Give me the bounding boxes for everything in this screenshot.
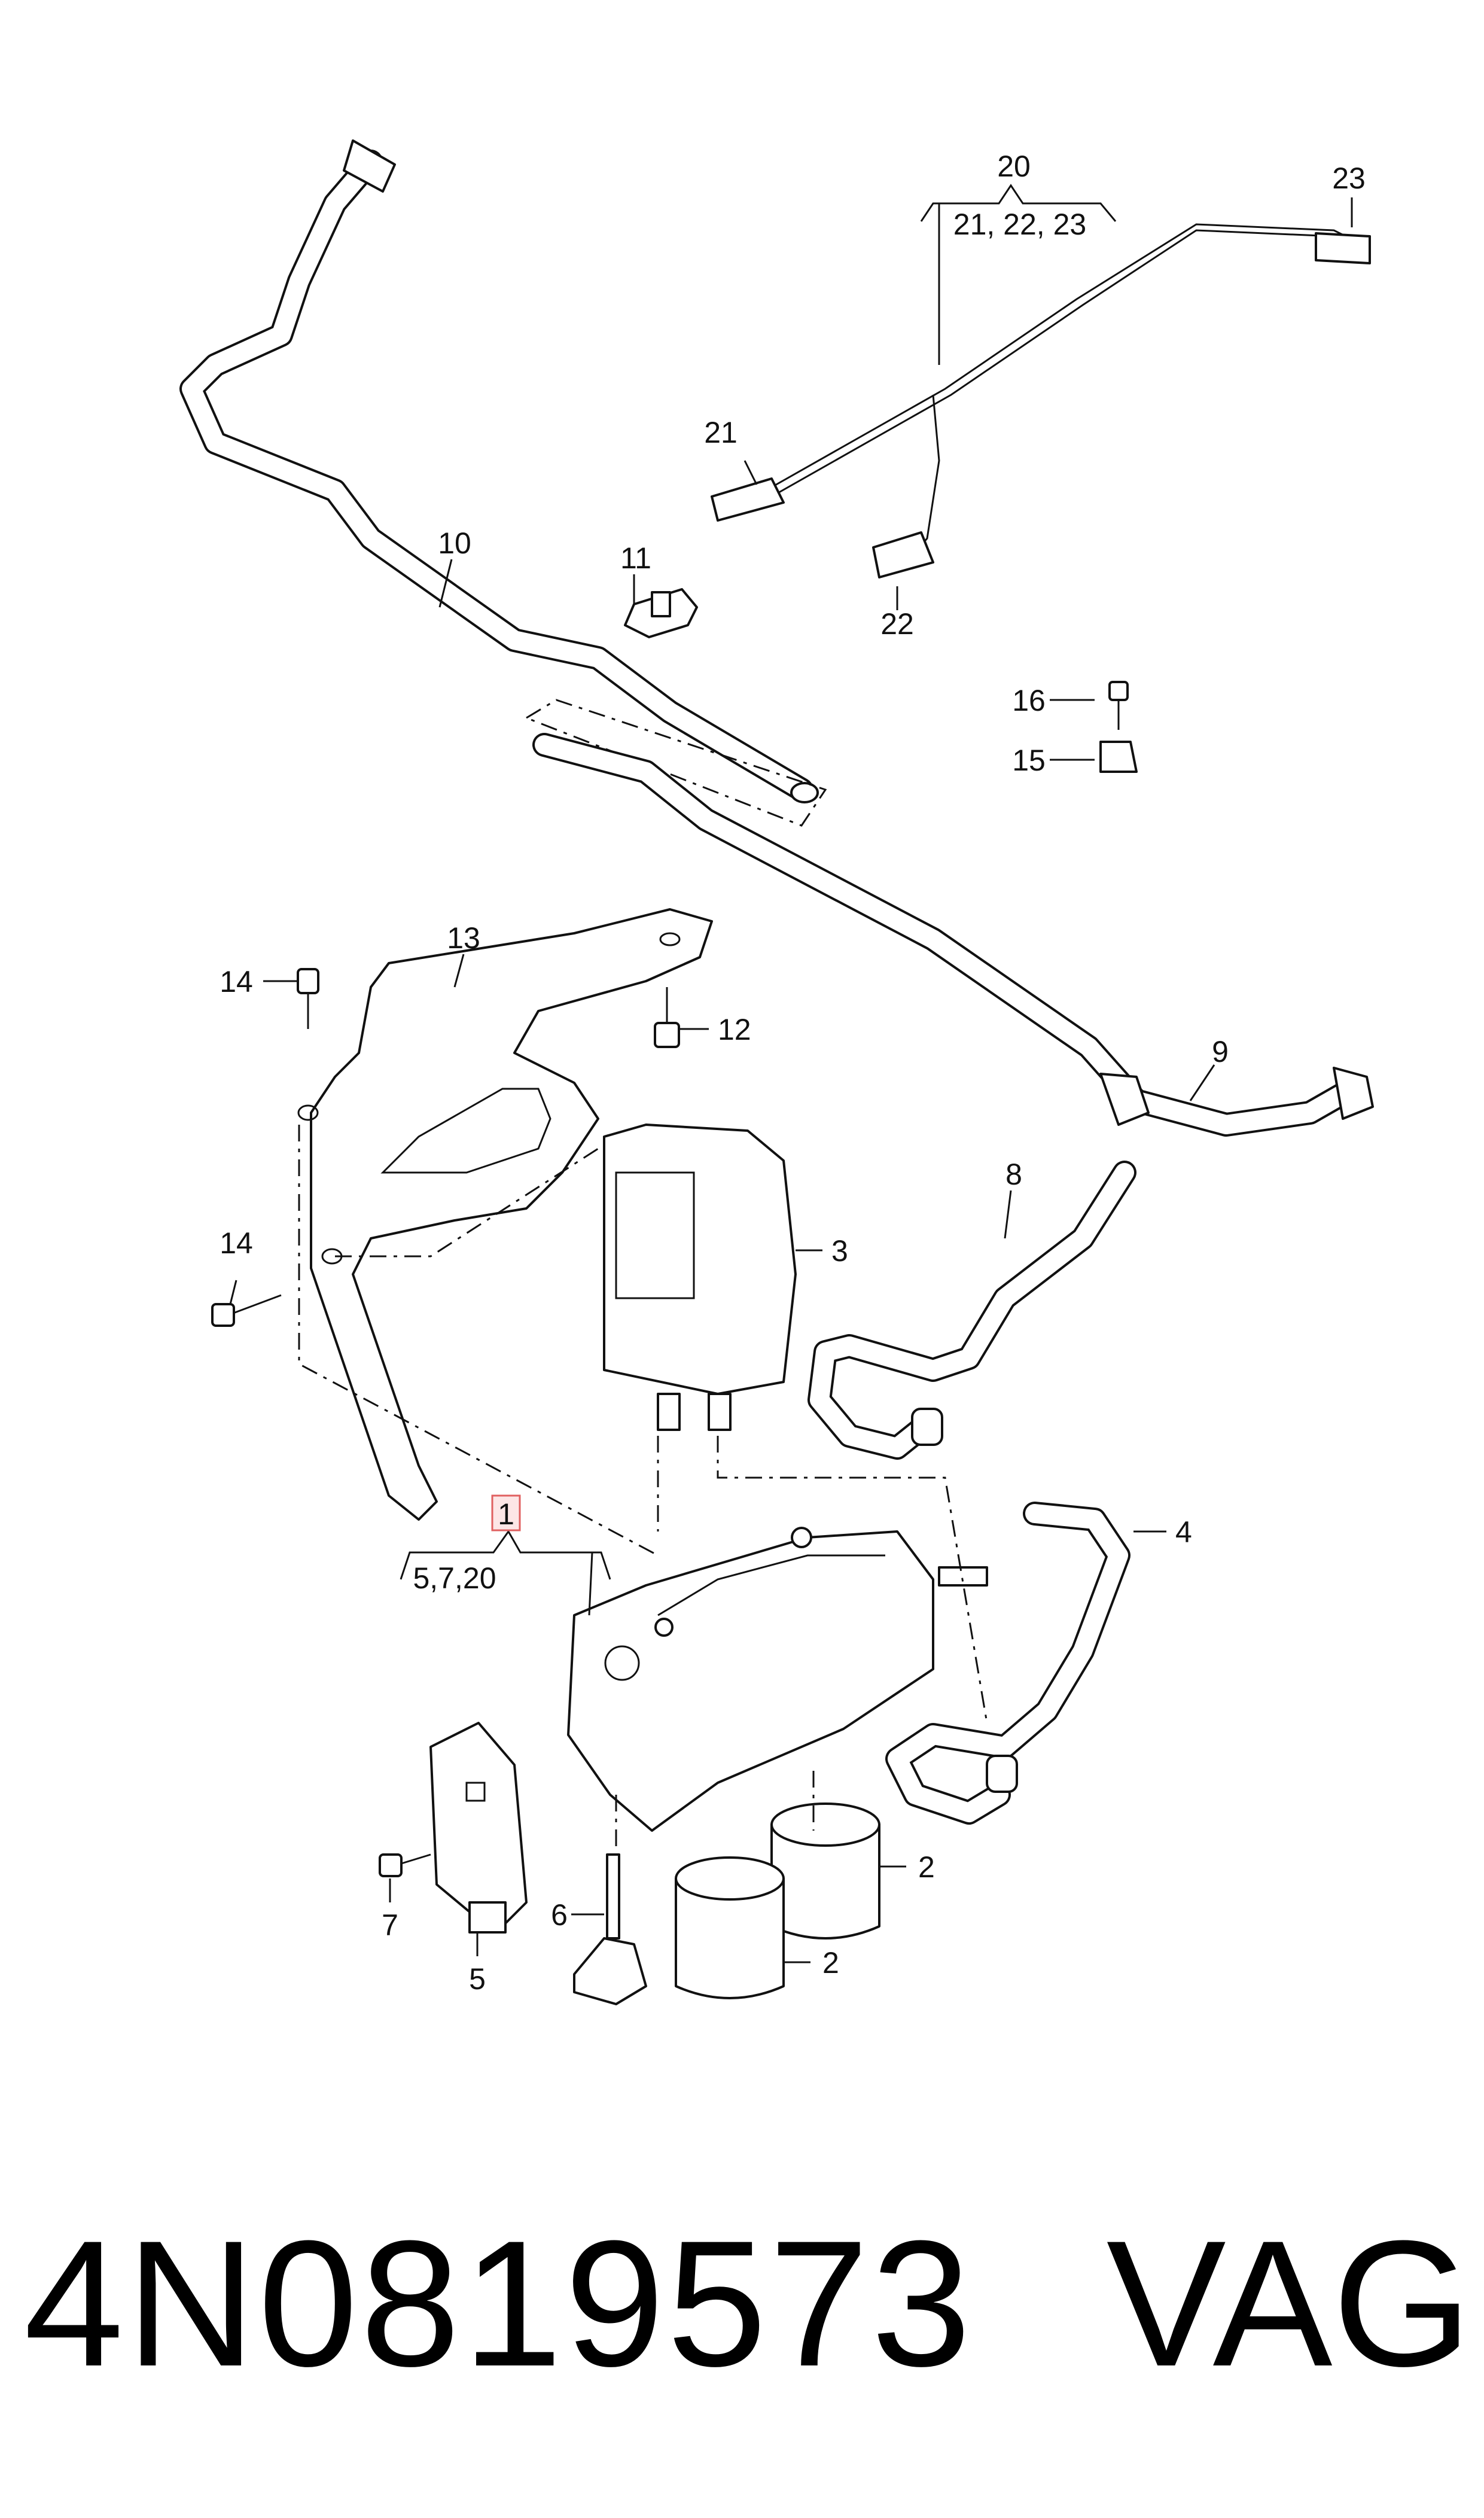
sensor-6 (573, 1853, 647, 2005)
callout-6: 6 (551, 1898, 568, 1932)
clip-15 (1099, 741, 1138, 773)
pump-assembly-1 (567, 1527, 988, 1832)
callout-4: 4 (1175, 1515, 1192, 1549)
callout-15: 15 (1012, 744, 1046, 777)
hose-10 (179, 139, 819, 803)
callout-1-highlight (491, 1494, 521, 1531)
callout-8: 8 (1005, 1158, 1022, 1191)
callout-14-top: 14 (220, 965, 253, 998)
callout-10: 10 (438, 526, 471, 560)
filter-2-back (770, 1803, 880, 1940)
callout-2-back: 2 (918, 1850, 935, 1884)
callout-1: 1 (498, 1497, 514, 1531)
assembly-lines (298, 1125, 988, 1855)
callout-3: 3 (831, 1234, 848, 1268)
callout-22: 22 (880, 607, 914, 641)
screw-14-top (297, 968, 319, 1029)
callout-1-group: 5,7,20 (413, 1561, 496, 1595)
control-module-3 (603, 1123, 797, 1431)
callout-2-front: 2 (822, 1946, 839, 1980)
callout-23: 23 (1332, 162, 1366, 195)
hose-section-outline (524, 699, 827, 827)
part-number: 4N0819573 (24, 2203, 974, 2404)
callout-7: 7 (382, 1908, 398, 1942)
callout-20: 20 (997, 150, 1031, 183)
screw-7 (379, 1853, 431, 1877)
screw-12 (654, 987, 680, 1048)
clip-11 (624, 588, 698, 638)
callout-11: 11 (620, 541, 651, 575)
actuator-5 (429, 1722, 528, 1934)
callout-20-group: 21, 22, 23 (953, 208, 1086, 241)
callout-9: 9 (1212, 1035, 1229, 1068)
screw-16 (1108, 681, 1129, 730)
callout-14-lower: 14 (220, 1226, 253, 1260)
screw-14-lower (211, 1294, 282, 1327)
wiring-harness-20 (711, 223, 1371, 578)
hose-8 (807, 1161, 1136, 1460)
filter-2-front (675, 1856, 785, 1999)
callout-5: 5 (469, 1962, 486, 1996)
hose-4 (885, 1502, 1130, 1825)
callout-21: 21 (704, 416, 738, 449)
callout-16: 16 (1012, 684, 1046, 717)
callout-13: 13 (447, 921, 480, 955)
brand-name: VAG (1106, 2203, 1472, 2404)
leader-lines (229, 184, 1353, 1963)
callout-12: 12 (718, 1013, 751, 1046)
hose-9 (532, 733, 1374, 1137)
